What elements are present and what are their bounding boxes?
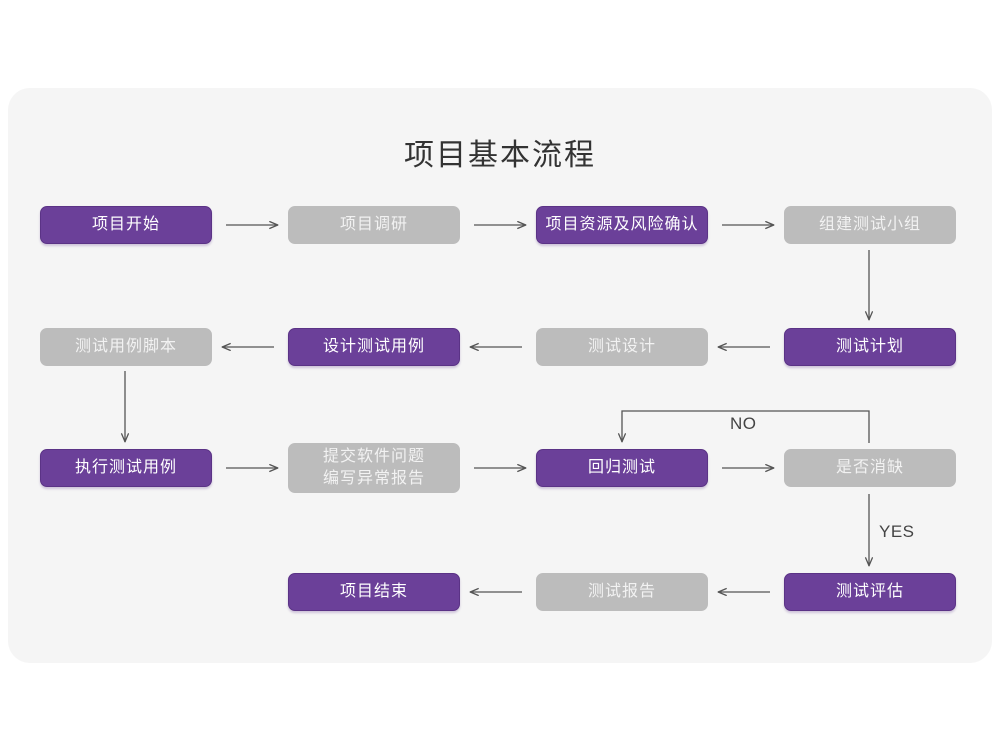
node-project-research[interactable]: 项目调研 <box>288 206 460 244</box>
node-project-start[interactable]: 项目开始 <box>40 206 212 244</box>
node-resource-risk[interactable]: 项目资源及风险确认 <box>536 206 708 244</box>
edge-label-no: NO <box>730 414 757 433</box>
node-test-design[interactable]: 测试设计 <box>536 328 708 366</box>
node-build-team[interactable]: 组建测试小组 <box>784 206 956 244</box>
node-case-script[interactable]: 测试用例脚本 <box>40 328 212 366</box>
node-submit-issue[interactable]: 提交软件问题 编写异常报告 <box>288 443 460 493</box>
flowchart-card <box>8 88 992 663</box>
node-test-plan[interactable]: 测试计划 <box>784 328 956 366</box>
node-execute-case[interactable]: 执行测试用例 <box>40 449 212 487</box>
node-defect-cleared[interactable]: 是否消缺 <box>784 449 956 487</box>
node-design-case[interactable]: 设计测试用例 <box>288 328 460 366</box>
edge-label-yes: YES <box>879 522 915 541</box>
node-test-evaluation[interactable]: 测试评估 <box>784 573 956 611</box>
node-regression-test[interactable]: 回归测试 <box>536 449 708 487</box>
page-title: 项目基本流程 <box>404 139 596 172</box>
node-test-report[interactable]: 测试报告 <box>536 573 708 611</box>
node-project-end[interactable]: 项目结束 <box>288 573 460 611</box>
